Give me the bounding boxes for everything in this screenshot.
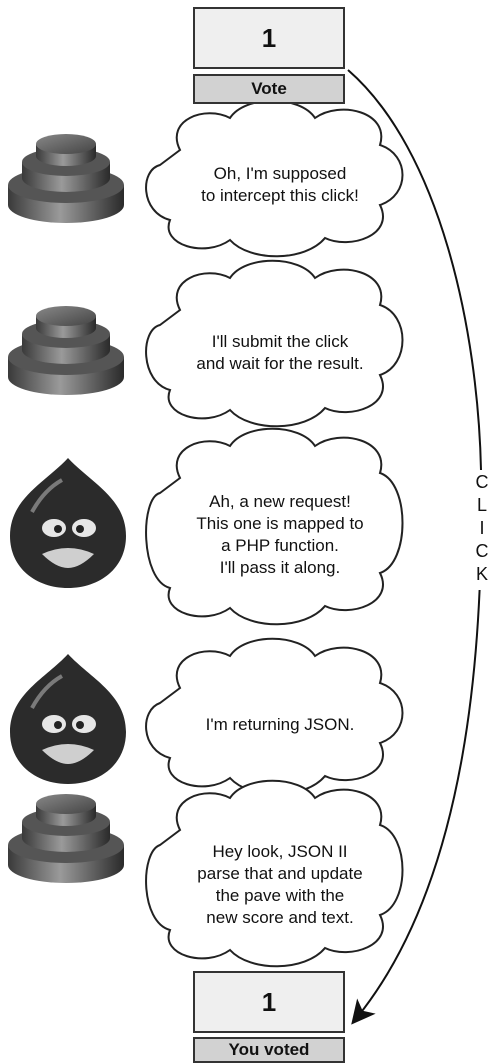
speech-cloud-3 xyxy=(145,427,404,626)
voted-status-button: You voted xyxy=(193,1037,345,1063)
step-2-line-1: I'll submit the click xyxy=(211,331,349,351)
step-3-line-3: a PHP function. xyxy=(221,536,339,555)
vote-button[interactable]: Vote xyxy=(193,74,345,104)
step-3-line-4: I'll pass it along. xyxy=(219,558,341,577)
step-2-text: I'll submit the click and wait for the r… xyxy=(175,305,385,400)
click-letter-i: I xyxy=(479,518,485,538)
step-3-line-1: Ah, a new request! xyxy=(209,492,351,511)
step-1-text: Oh, I'm supposed to intercept this click… xyxy=(175,145,385,225)
step-1-line-1: Oh, I'm supposed xyxy=(213,164,347,183)
step-5-line-2: parse that and update xyxy=(197,864,363,883)
step-5-line-3: the pave with the xyxy=(215,886,345,905)
click-letter-c1: C xyxy=(475,472,489,492)
step-4-text: I'm returning JSON. xyxy=(175,680,385,770)
click-letter-l: L xyxy=(476,495,487,515)
speech-cloud-5 xyxy=(145,779,404,968)
speech-cloud-4 xyxy=(145,637,404,796)
step-5-line-1: Hey look, JSON II xyxy=(212,842,348,861)
stack-icon xyxy=(8,306,124,395)
voted-status-label: You voted xyxy=(228,1040,310,1059)
click-letter-c2: C xyxy=(475,541,489,561)
step-3-line-2: This one is mapped to xyxy=(196,514,364,533)
step-4-line-1: I'm returning JSON. xyxy=(205,715,355,734)
drupal-drop-icon xyxy=(10,458,126,588)
bottom-score-value: 1 xyxy=(261,986,277,1017)
stack-icon xyxy=(8,134,124,223)
step-1-line-2: to intercept this click! xyxy=(201,186,359,205)
speech-cloud-2 xyxy=(145,259,404,428)
top-score-box: 1 xyxy=(193,7,345,69)
click-letter-k: K xyxy=(475,564,488,584)
vote-button-label: Vote xyxy=(251,79,287,98)
bottom-score-box: 1 xyxy=(193,971,345,1033)
drupal-drop-icon xyxy=(10,654,126,784)
top-score-value: 1 xyxy=(261,22,277,53)
step-5-text: Hey look, JSON II parse that and update … xyxy=(170,820,390,950)
step-2-line-2: and wait for the result. xyxy=(196,353,364,373)
step-3-text: Ah, a new request! This one is mapped to… xyxy=(170,470,390,600)
step-5-line-4: new score and text. xyxy=(206,908,354,927)
stack-icon xyxy=(8,794,124,883)
